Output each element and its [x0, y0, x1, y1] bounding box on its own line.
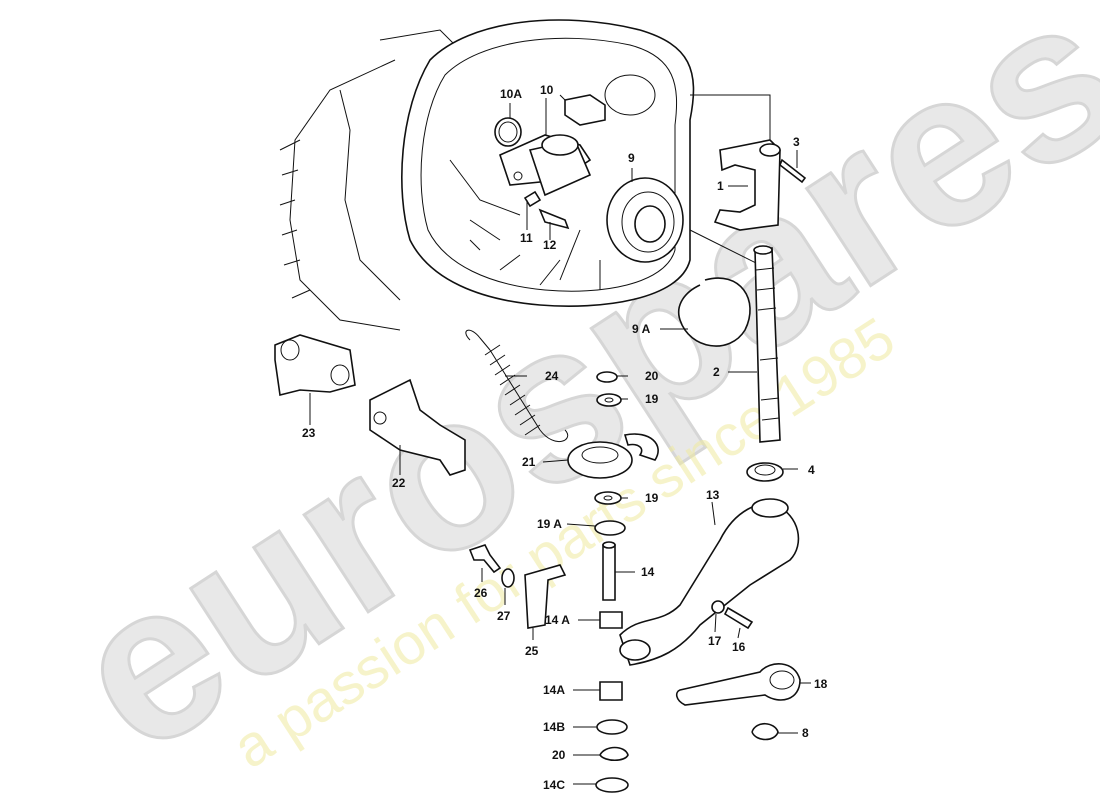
callout-19A: 19 A [537, 517, 562, 531]
callout-14A-upper: 14 A [545, 613, 570, 627]
part-27-washer [501, 568, 515, 588]
callout-22: 22 [392, 476, 406, 490]
part-20-clip [599, 746, 629, 762]
part-14-pin [602, 544, 616, 601]
callout-19-upper: 19 [645, 392, 659, 406]
callout-2: 2 [713, 365, 720, 379]
part-19A-ring [594, 520, 626, 536]
callout-12: 12 [543, 238, 557, 252]
part-2-shaft [753, 245, 781, 443]
part-24-spring [465, 329, 568, 442]
part-block [564, 94, 606, 126]
callout-1: 1 [717, 179, 724, 193]
callout-17: 17 [708, 634, 722, 648]
part-9-release-bearing [606, 177, 684, 263]
callout-23: 23 [302, 426, 316, 440]
callout-20-lower: 20 [552, 748, 566, 762]
part-4-bushing [746, 462, 784, 482]
callout-14C: 14C [543, 778, 565, 792]
part-11-clip [523, 190, 542, 208]
callout-14: 14 [641, 565, 655, 579]
part-23-bracket [274, 334, 356, 396]
callout-10A: 10A [500, 87, 522, 101]
callout-20-upper: 20 [645, 369, 659, 383]
part-19-washer-bottom [594, 491, 622, 505]
callout-19-lower: 19 [645, 491, 659, 505]
callout-16: 16 [732, 640, 746, 654]
part-3-pin [779, 158, 807, 184]
callout-18: 18 [814, 677, 828, 691]
callout-21: 21 [522, 455, 536, 469]
callout-9A: 9 A [632, 322, 651, 336]
part-26-bolt [468, 544, 502, 574]
callout-3: 3 [793, 135, 800, 149]
callout-14A-lower: 14A [543, 683, 565, 697]
part-20-circlip [596, 371, 618, 383]
part-8-circlip [751, 722, 779, 741]
callout-10: 10 [540, 83, 554, 97]
callout-25: 25 [525, 644, 539, 658]
callout-8: 8 [802, 726, 809, 740]
callout-24: 24 [545, 369, 559, 383]
part-14A-bushing-upper [599, 611, 623, 629]
part-21-roller [567, 433, 659, 479]
part-25-plate [524, 564, 567, 629]
callout-13: 13 [706, 488, 720, 502]
part-17-nut [711, 600, 725, 614]
callout-4: 4 [808, 463, 815, 477]
leader-lines [309, 98, 811, 785]
part-14A-bushing-lower [599, 681, 623, 701]
callout-9: 9 [628, 151, 635, 165]
callout-14B: 14B [543, 720, 565, 734]
part-9A-circlip [678, 277, 751, 347]
part-10-guide-tube [499, 134, 592, 197]
part-19-washer-top [596, 393, 622, 407]
part-14B-ring [596, 719, 628, 735]
part-16-bolt [723, 606, 754, 630]
part-14C-ring [595, 777, 629, 793]
callout-27: 27 [497, 609, 511, 623]
part-22-arm [369, 378, 466, 476]
part-1-release-fork [713, 139, 781, 231]
callout-26: 26 [474, 586, 488, 600]
part-13-lever [619, 498, 800, 666]
callout-labels: 10A 10 9 3 1 11 12 9 A 2 24 20 19 23 22 … [302, 83, 828, 792]
callout-11: 11 [520, 231, 533, 245]
part-18-lever [675, 663, 801, 706]
part-12-bolt [538, 208, 570, 230]
